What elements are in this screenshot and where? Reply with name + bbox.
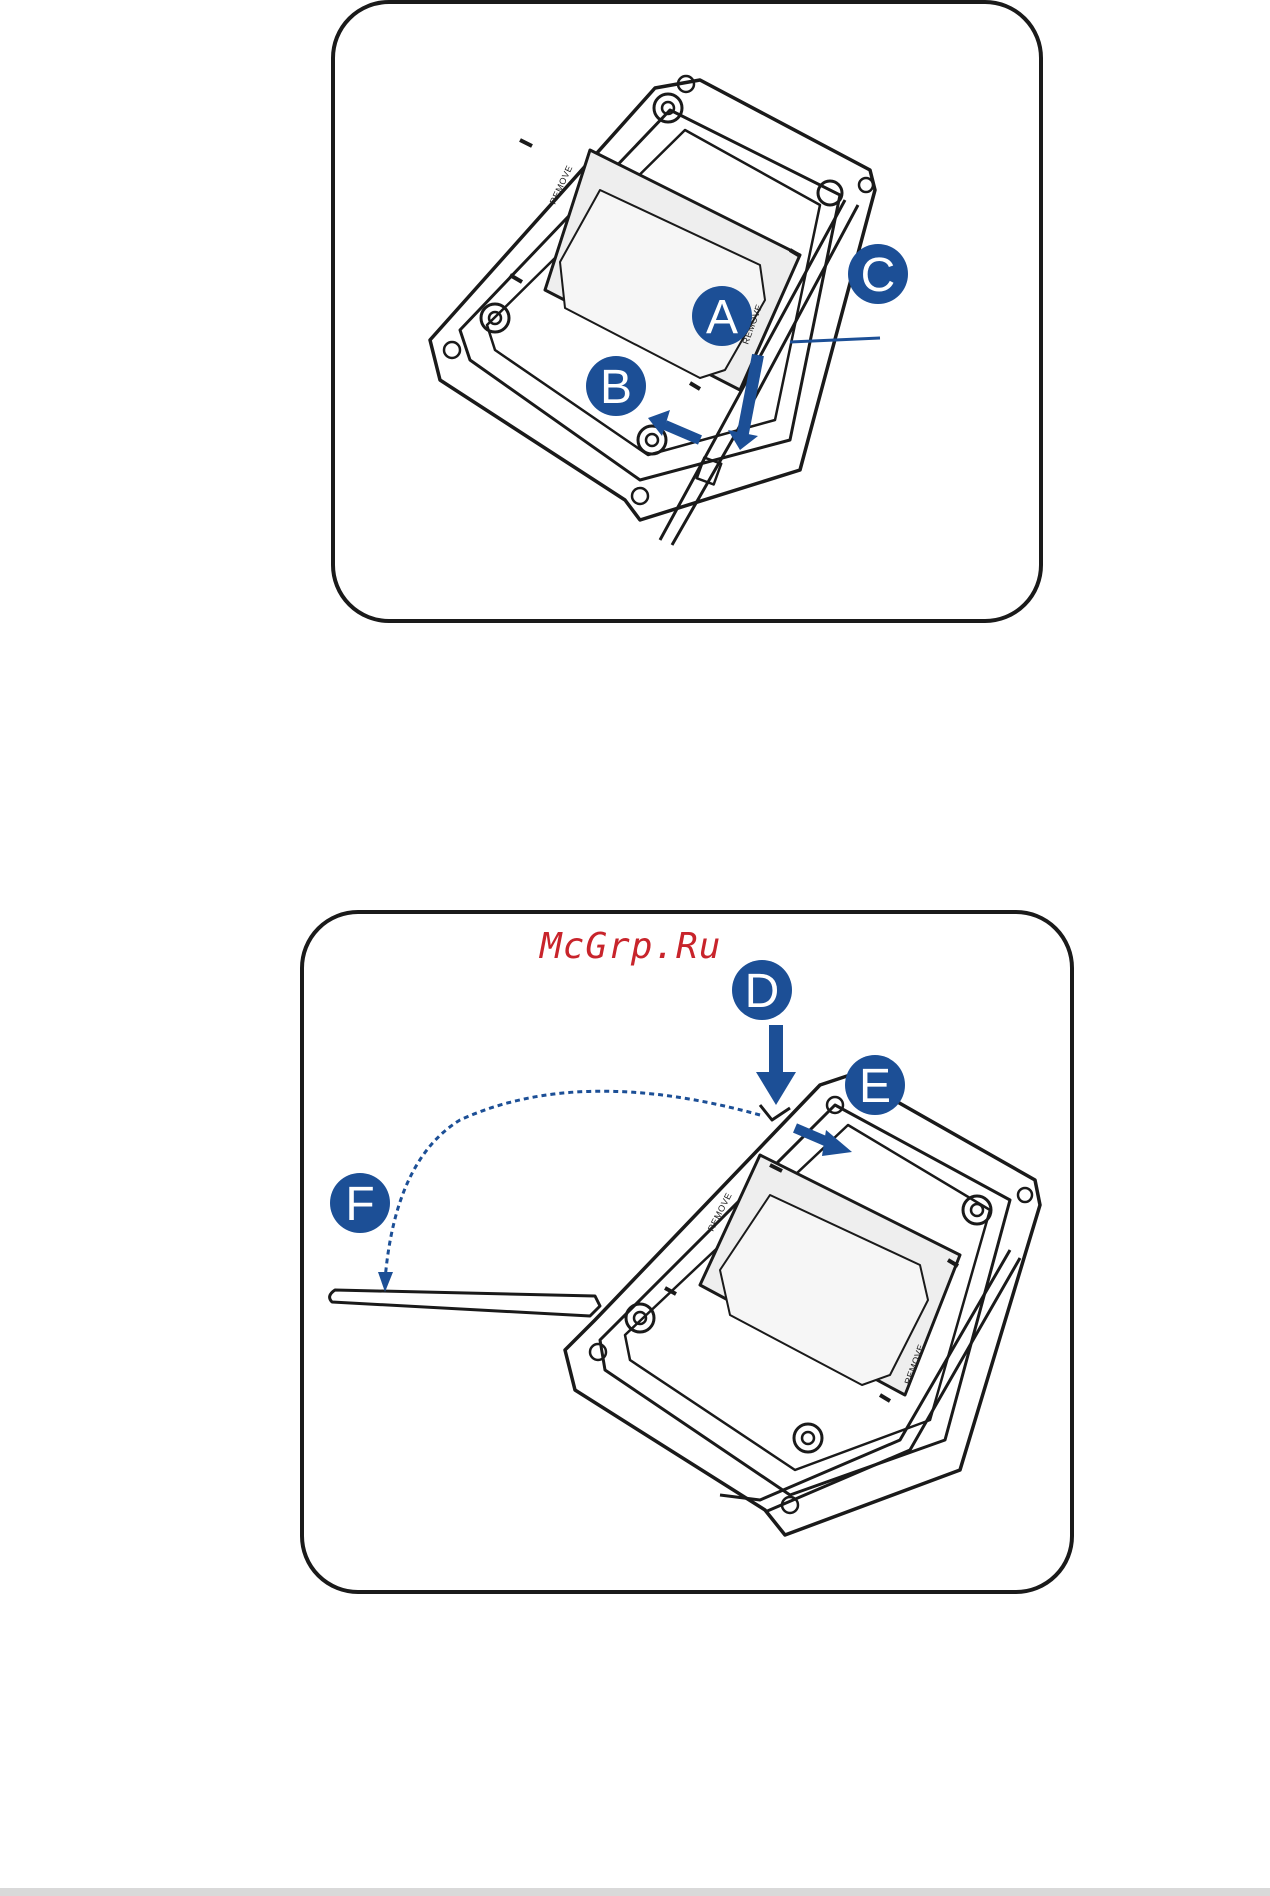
svg-text:D: D: [745, 965, 780, 1018]
svg-text:F: F: [345, 1178, 374, 1231]
watermark-text: McGrp.Ru: [540, 926, 721, 967]
label-badge-e: E: [845, 1055, 905, 1115]
bottom-strip: [0, 1888, 1270, 1896]
svg-text:E: E: [859, 1060, 891, 1113]
svg-text:A: A: [706, 291, 738, 344]
label-badge-c: C: [848, 244, 908, 304]
svg-text:C: C: [861, 249, 896, 302]
svg-text:B: B: [600, 361, 632, 414]
label-badge-f: F: [330, 1173, 390, 1233]
label-badge-b: B: [586, 356, 646, 416]
label-badge-d: D: [732, 960, 792, 1020]
label-badge-a: A: [692, 286, 752, 346]
